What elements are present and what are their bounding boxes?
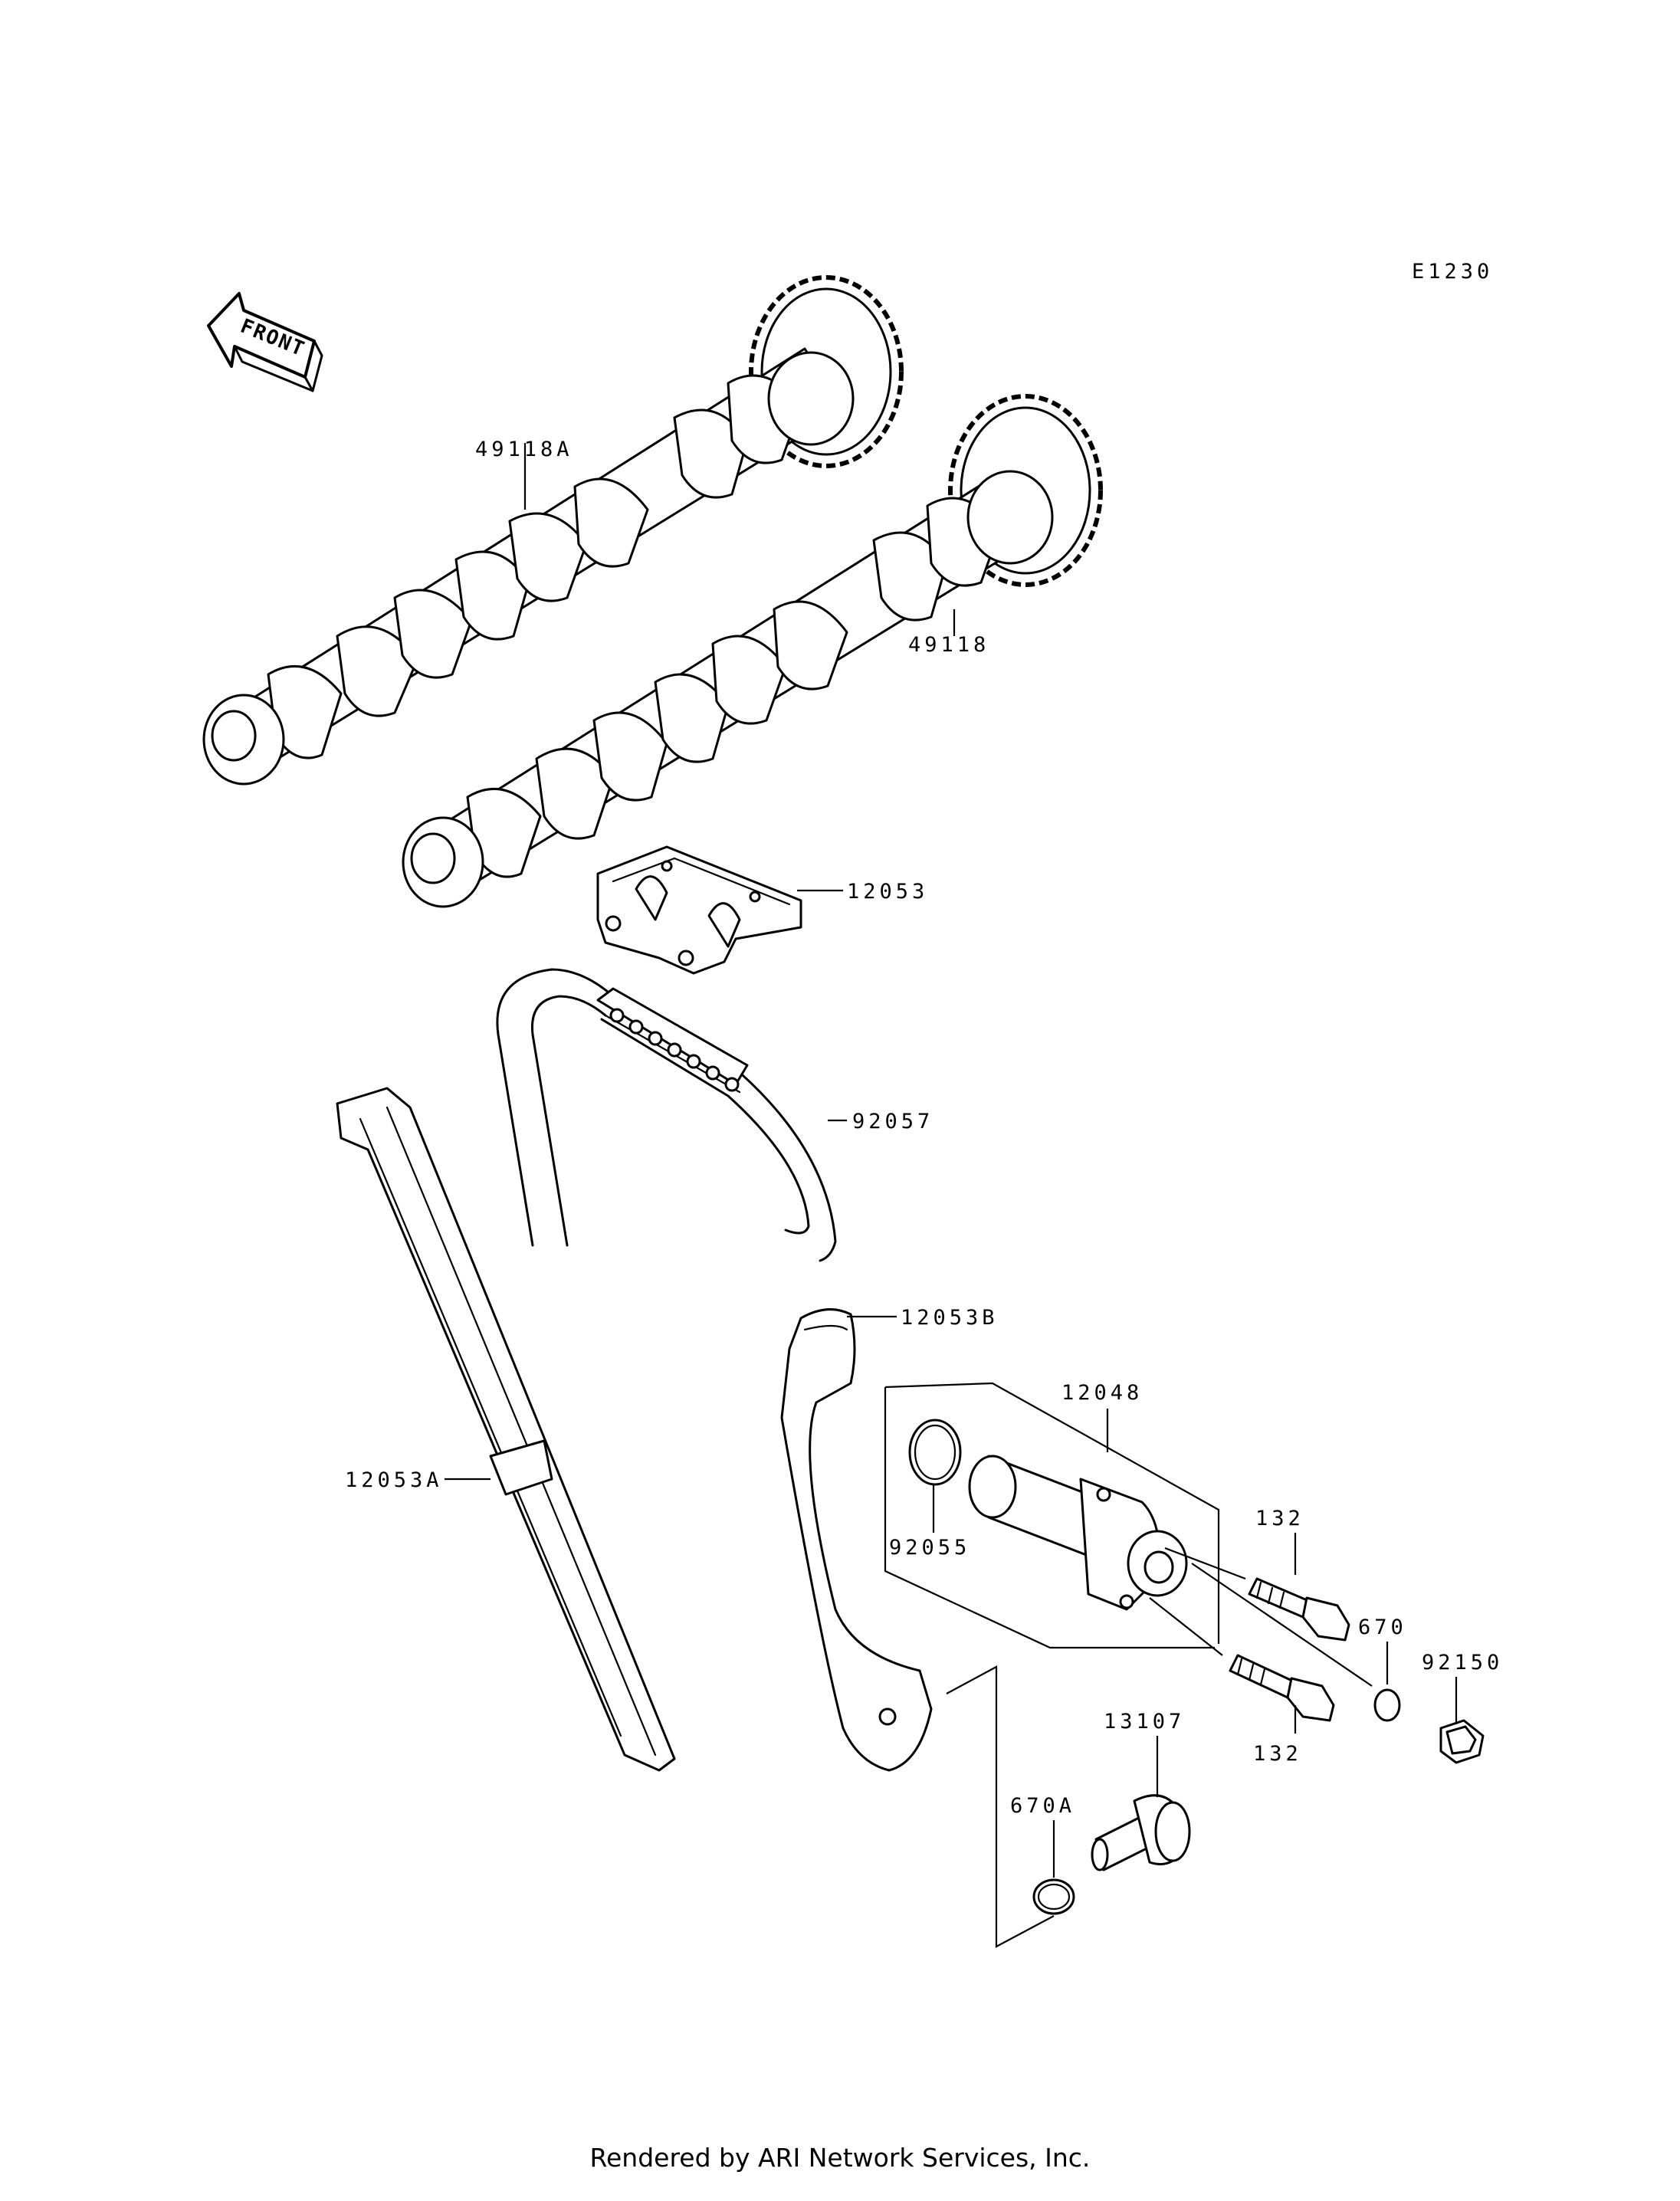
footer-credit: Rendered by ARI Network Services, Inc. — [590, 2143, 1091, 2173]
label-92055: 92055 — [889, 1536, 970, 1560]
label-132-lower: 132 — [1253, 1742, 1302, 1766]
label-13107: 13107 — [1104, 1710, 1185, 1734]
front-arrow-icon: FRONT — [207, 292, 323, 392]
o-ring-670A[interactable] — [1032, 1878, 1075, 1915]
camshaft-49118[interactable] — [402, 394, 1103, 908]
label-670: 670 — [1358, 1615, 1407, 1639]
diagram-code: E1230 — [1412, 260, 1493, 284]
label-12053A: 12053A — [345, 1468, 443, 1492]
tensioner-guide-12053B[interactable] — [780, 1308, 933, 1772]
bolt-92150[interactable] — [1439, 1719, 1485, 1764]
camshaft-49118A[interactable] — [202, 275, 904, 786]
o-ring-670[interactable] — [1373, 1688, 1401, 1722]
tensioner-assy-12048[interactable] — [884, 1382, 1220, 1649]
o-ring-92055[interactable] — [908, 1419, 962, 1486]
label-49118A: 49118A — [475, 438, 573, 461]
label-12048: 12048 — [1061, 1381, 1143, 1405]
label-132-upper: 132 — [1255, 1507, 1304, 1530]
bolt-132-lower[interactable] — [1229, 1654, 1335, 1722]
bolt-132-upper[interactable] — [1248, 1577, 1350, 1642]
cam-chain-92057[interactable] — [496, 968, 837, 1262]
chain-links — [609, 1008, 740, 1092]
label-49118: 49118 — [908, 633, 989, 657]
label-92150: 92150 — [1422, 1651, 1503, 1675]
label-12053B: 12053B — [901, 1306, 999, 1330]
label-12053: 12053 — [847, 880, 928, 904]
label-670A: 670A — [1010, 1794, 1075, 1818]
chain-guide-12053A[interactable] — [336, 1087, 676, 1772]
label-92057: 92057 — [852, 1110, 934, 1133]
chain-guide-12053[interactable] — [596, 845, 802, 975]
shaft-13107[interactable] — [1091, 1794, 1191, 1871]
